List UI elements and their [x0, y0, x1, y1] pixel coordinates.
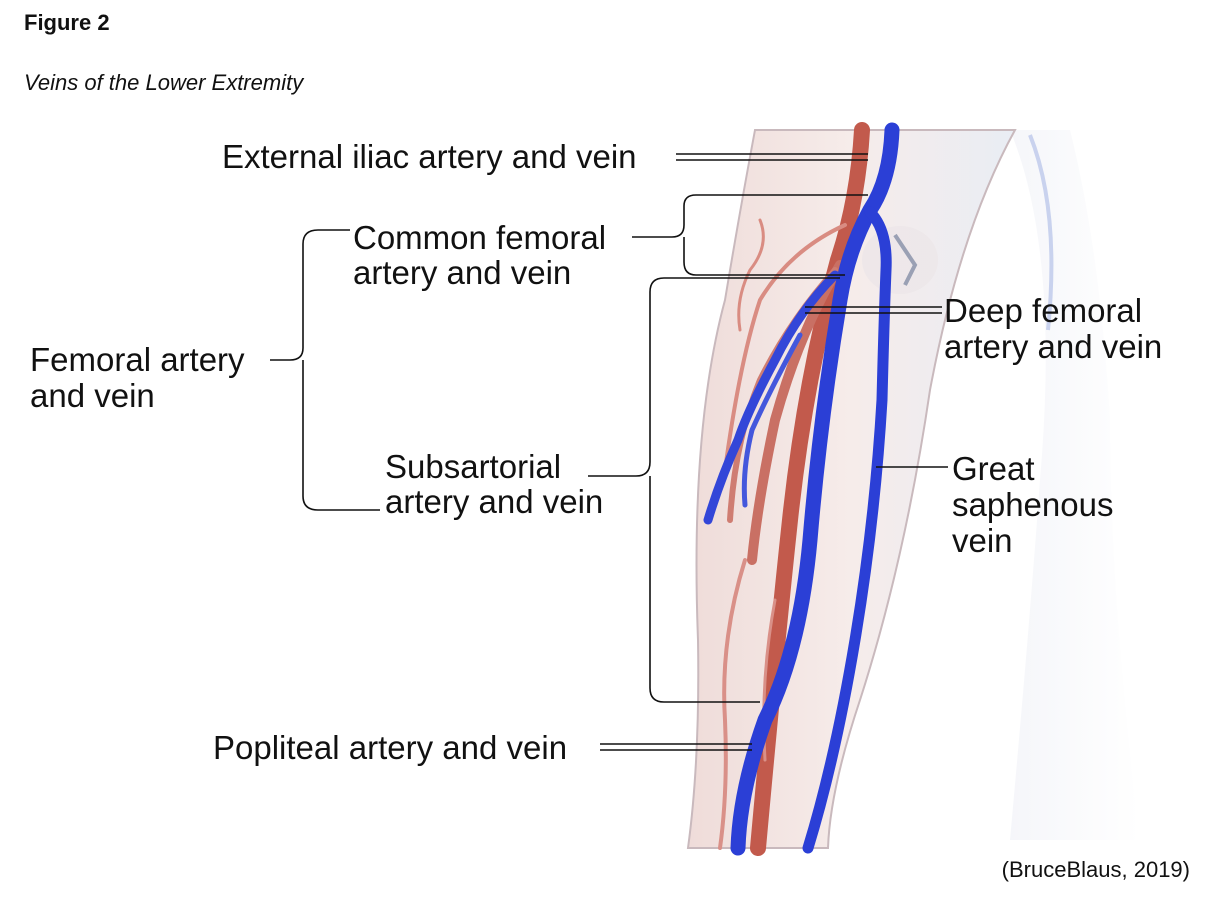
subsartorial-bracket [588, 277, 840, 703]
common-femoral-label-line2: artery and vein [353, 254, 571, 291]
femoral-label-line1: Femoral artery [30, 341, 245, 378]
subsartorial-label-line1: Subsartorial [385, 448, 561, 485]
subsartorial-label: Subsartorial artery and vein [385, 448, 603, 520]
external-iliac-leader [676, 153, 868, 161]
popliteal-label: Popliteal artery and vein [213, 729, 567, 766]
opposite-leg-illustration [1010, 130, 1140, 840]
femoral-label-line2: and vein [30, 377, 155, 414]
great-saphenous-label-line3: vein [952, 522, 1013, 559]
femoral-label: Femoral artery and vein [30, 341, 254, 414]
great-saphenous-label: Great saphenous vein [952, 450, 1123, 559]
deep-femoral-leader [805, 306, 942, 314]
external-iliac-label: External iliac artery and vein [222, 138, 637, 175]
popliteal-leader [600, 743, 752, 751]
deep-femoral-label: Deep femoral artery and vein [944, 292, 1162, 365]
great-saphenous-label-line2: saphenous [952, 486, 1113, 523]
subsartorial-label-line2: artery and vein [385, 483, 603, 520]
deep-femoral-label-line1: Deep femoral [944, 292, 1142, 329]
image-credit: (BruceBlaus, 2019) [1001, 857, 1190, 882]
common-femoral-label-line1: Common femoral [353, 219, 606, 256]
great-saphenous-label-line1: Great [952, 450, 1035, 487]
leader-lines [270, 153, 948, 751]
femoral-bracket [270, 229, 380, 511]
figure-title: Veins of the Lower Extremity [24, 70, 304, 95]
common-femoral-label: Common femoral artery and vein [353, 219, 615, 291]
deep-femoral-label-line2: artery and vein [944, 328, 1162, 365]
common-femoral-bracket [632, 194, 868, 276]
figure-number: Figure 2 [24, 10, 110, 35]
